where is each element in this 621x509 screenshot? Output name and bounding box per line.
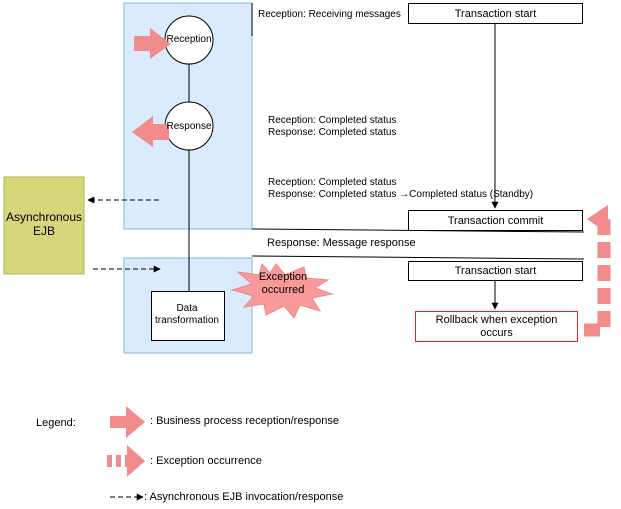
separator-line-lower: [251, 255, 585, 260]
legend-business-label: : Business process reception/response: [150, 415, 339, 427]
status-completed-2-reception: Reception: Completed status: [268, 177, 397, 188]
status-message-response: Response: Message response: [267, 237, 416, 249]
legend-title: Legend:: [36, 417, 76, 429]
rollback-path: [582, 219, 611, 337]
exception-burst-icon: [230, 262, 334, 319]
data-transformation-box: [151, 291, 225, 341]
transaction-start-box-1: Transaction start: [408, 3, 583, 24]
transaction-commit-box: Transaction commit: [408, 210, 583, 231]
data-transformation-label: Data transformation: [155, 303, 219, 326]
status-receiving: Reception: Receiving messages: [258, 9, 401, 20]
status-completed-1-response: Response: Completed status: [268, 127, 397, 138]
legend-exception-arrow-icon: [107, 445, 145, 477]
reception-arrow-icon: [134, 28, 171, 59]
async-ejb-box: [3, 176, 85, 275]
legend-exception-label: : Exception occurrence: [150, 455, 262, 467]
status-completed-2-response: Response: Completed status →Completed st…: [268, 189, 534, 200]
response-node-label: Response: [166, 121, 212, 132]
exception-label: Exception occurred: [258, 271, 308, 296]
rollback-arrow-head-icon: [587, 205, 608, 234]
response-arrow-icon: [132, 116, 169, 147]
status-completed-1-reception: Reception: Completed status: [268, 115, 397, 126]
async-ejb-label: Asynchronous EJB: [5, 210, 83, 238]
legend-business-arrow-icon: [110, 406, 145, 438]
legend-async-label: : Asynchronous EJB invocation/response: [144, 491, 344, 503]
reception-node-label: Reception: [166, 34, 212, 45]
transaction-start-box-2: Transaction start: [408, 261, 583, 281]
rollback-box: Rollback when exception occurs: [415, 311, 578, 342]
